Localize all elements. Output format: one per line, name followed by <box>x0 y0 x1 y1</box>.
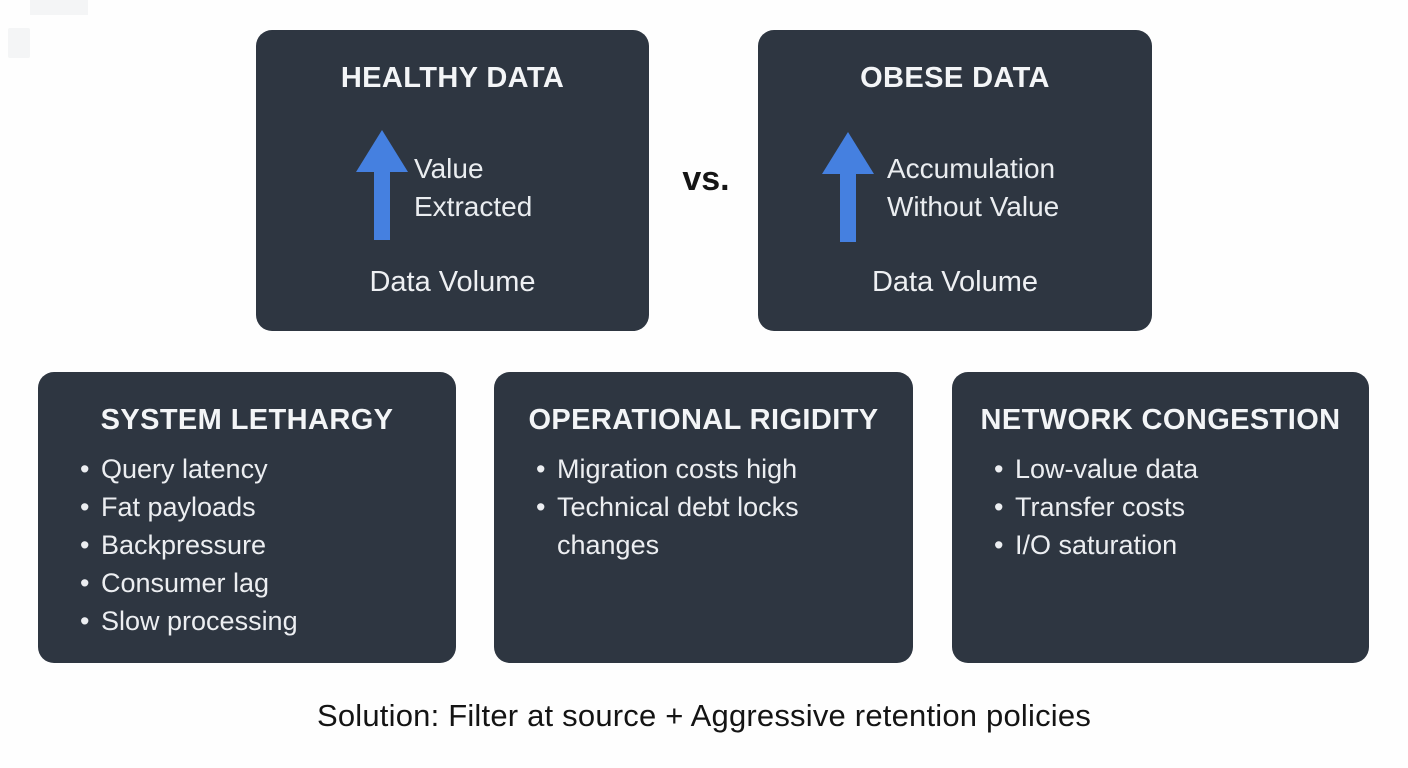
bullet-item: Transfer costs <box>994 488 1349 526</box>
obese-data-card: OBESE DATA Accumulation Without Value Da… <box>758 30 1152 331</box>
bullet-item: Technical debt locks changes <box>536 488 893 564</box>
bullet-item: Migration costs high <box>536 450 893 488</box>
system-lethargy-card: SYSTEM LETHARGY Query latencyFat payload… <box>38 372 456 663</box>
axis-label: Data Volume <box>871 266 1039 298</box>
bullet-item: Slow processing <box>80 602 436 640</box>
up-arrow-icon <box>356 130 408 240</box>
bullet-item: Backpressure <box>80 526 436 564</box>
vs-label: vs. <box>682 160 730 198</box>
bullet-list: Migration costs highTechnical debt locks… <box>536 450 893 564</box>
arrow-label: Value Extracted <box>414 153 533 222</box>
bullet-item: Consumer lag <box>80 564 436 602</box>
scan-artifact <box>8 28 30 58</box>
card-title: OBESE DATA <box>860 62 1050 94</box>
bullet-item: Query latency <box>80 450 436 488</box>
bullet-item: Fat payloads <box>80 488 436 526</box>
card-title: OPERATIONAL RIGIDITY <box>528 404 879 436</box>
axis-label: Data Volume <box>369 266 536 298</box>
network-congestion-card: NETWORK CONGESTION Low-value dataTransfe… <box>952 372 1369 663</box>
bullet-item: Low-value data <box>994 450 1349 488</box>
solution-text: Solution: Filter at source + Aggressive … <box>316 698 1092 733</box>
up-arrow-icon <box>822 132 874 242</box>
bullet-item: I/O saturation <box>994 526 1349 564</box>
bullet-list: Query latencyFat payloadsBackpressureCon… <box>80 450 436 640</box>
healthy-data-card: HEALTHY DATA Value Extracted Data Volume <box>256 30 649 331</box>
card-title: HEALTHY DATA <box>340 62 565 94</box>
scan-artifact <box>30 0 88 15</box>
arrow-label: Accumulation Without Value <box>887 153 1060 222</box>
operational-rigidity-card: OPERATIONAL RIGIDITY Migration costs hig… <box>494 372 913 663</box>
card-title: SYSTEM LETHARGY <box>100 404 394 436</box>
bullet-list: Low-value dataTransfer costsI/O saturati… <box>994 450 1349 564</box>
card-title: NETWORK CONGESTION <box>980 404 1341 436</box>
